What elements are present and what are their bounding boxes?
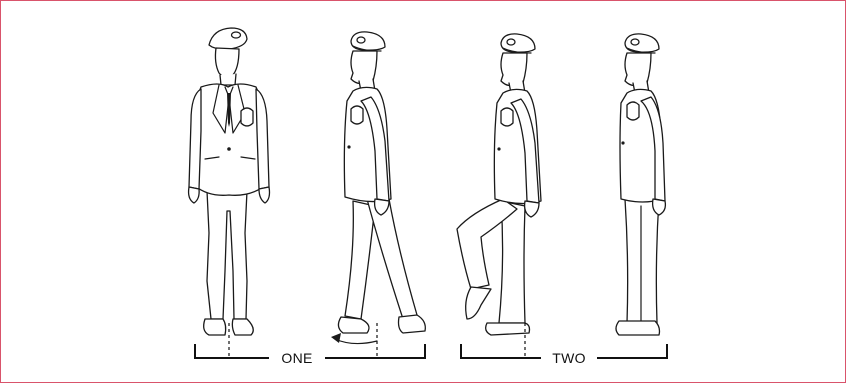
figure-side-attention	[616, 34, 665, 335]
figure-front-attention	[189, 28, 270, 335]
count-label-one: ONE	[281, 350, 312, 366]
figure-side-step-off	[331, 32, 425, 344]
figure-side-knee-raised	[457, 34, 541, 335]
count-label-two: TWO	[552, 350, 586, 366]
